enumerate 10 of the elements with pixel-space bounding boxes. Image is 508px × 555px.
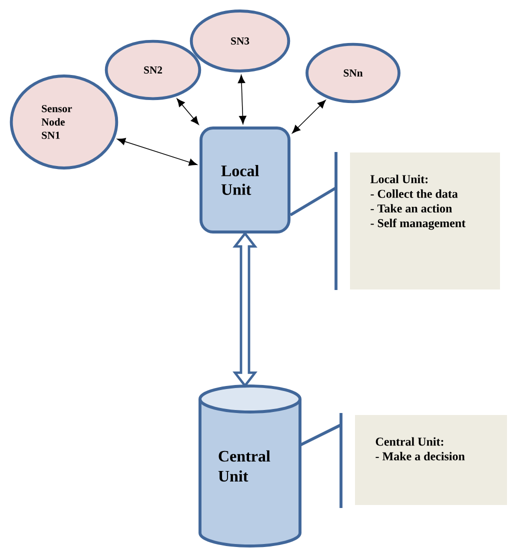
arrow [117, 138, 198, 166]
unit-box: Local Unit [200, 126, 290, 234]
leader-line [290, 186, 336, 216]
leader-line [300, 424, 342, 446]
arrow [238, 74, 246, 124]
note-box: Central Unit: - Make a decision [355, 415, 507, 505]
database-cylinder: Central Unit [198, 384, 302, 548]
arrow [176, 98, 199, 125]
note-box: Local Unit: - Collect the data - Take an action - Self management [350, 152, 500, 290]
arrow [292, 100, 326, 134]
